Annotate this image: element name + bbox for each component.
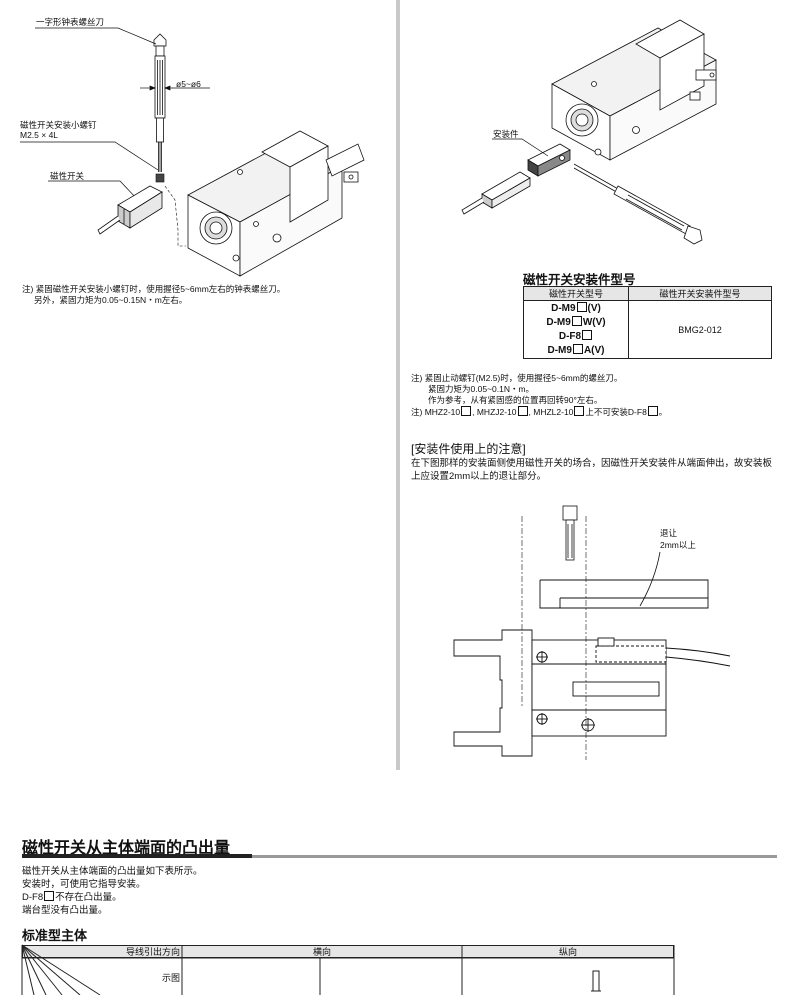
model-row: D-F8 bbox=[524, 329, 628, 344]
left-note-2: 另外，紧固力矩为0.05~0.15N・m左右。 bbox=[34, 295, 188, 305]
header-vertical: 纵向 bbox=[558, 947, 577, 957]
mounting-bracket-icon bbox=[527, 143, 571, 177]
label-clearance-1: 退让 bbox=[660, 528, 678, 538]
small-screw-icon bbox=[155, 173, 165, 183]
label-bracket: 安装件 bbox=[493, 129, 519, 139]
gripper-body-right bbox=[551, 19, 717, 161]
standard-body-title: 标准型主体 bbox=[22, 928, 88, 943]
left-note-1: 注) 紧固磁性开关安装小螺钉时，使用握径5~6mm左右的钟表螺丝刀。 bbox=[22, 284, 286, 294]
right-note-1c: 作为参考，从有紧固感的位置再回转90°左右。 bbox=[428, 395, 603, 405]
label-switch: 磁性开关 bbox=[50, 171, 85, 181]
header-horizontal: 横向 bbox=[312, 947, 331, 957]
label-clearance-2: 2mm以上 bbox=[660, 540, 696, 550]
bracket-model-cell: BMG2-012 bbox=[628, 300, 772, 359]
right-note-1a: 注) 紧固止动螺钉(M2.5)时，使用握径5~6mm的螺丝刀。 bbox=[411, 373, 623, 383]
magnetic-switch-right-icon bbox=[461, 171, 531, 215]
caution-heading: [安装件使用上的注意] bbox=[411, 442, 526, 456]
label-diameter: ø5~ø6 bbox=[176, 79, 201, 89]
gripper-body-left bbox=[187, 130, 365, 277]
section-title: 磁性开关从主体端面的凸出量 bbox=[22, 840, 231, 857]
label-screw-1: 磁性开关安装小螺钉 bbox=[20, 120, 97, 130]
header-direction: 导线引出方向 bbox=[125, 947, 180, 957]
bolt-icon bbox=[562, 505, 578, 561]
label-screw-2: M2.5 × 4L bbox=[20, 130, 59, 140]
mounting-plate bbox=[539, 579, 709, 609]
magnetic-switch-icon bbox=[97, 185, 163, 235]
screwdriver-right-icon bbox=[573, 163, 703, 245]
screwdriver-icon bbox=[153, 33, 167, 172]
column-divider bbox=[396, 0, 400, 770]
section-rule bbox=[22, 855, 777, 858]
caution-body: 在下图那样的安装面侧使用磁性开关的场合，因磁性开关安装件从端面伸出，故安装板上应… bbox=[411, 458, 773, 482]
right-note-1b: 紧固力矩为0.05~0.1N・m。 bbox=[428, 384, 535, 394]
gripper-plan-view bbox=[453, 629, 667, 757]
label-screwdriver: 一字形钟表螺丝刀 bbox=[36, 17, 105, 27]
model-row: D-M9(V) bbox=[551, 301, 601, 314]
model-table-col2: 磁性开关安装件型号 bbox=[628, 286, 772, 301]
standard-table: 导线引出方向 横向 纵向 示图 bbox=[21, 944, 675, 995]
section-rule-accent bbox=[22, 854, 252, 858]
model-table-heading: 磁性开关安装件型号 bbox=[523, 273, 636, 287]
row-figure-label: 示图 bbox=[161, 973, 180, 983]
